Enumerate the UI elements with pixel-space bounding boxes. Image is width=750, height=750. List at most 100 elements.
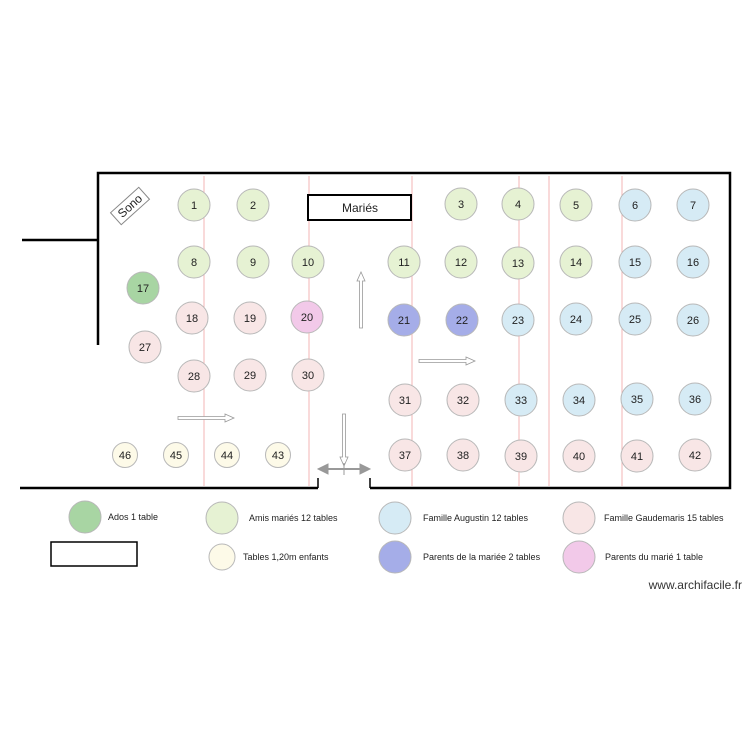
table-number: 19 [244,313,256,325]
table-24[interactable]: 24 [559,302,593,336]
table-19[interactable]: 19 [233,301,267,335]
table-36[interactable]: 36 [678,382,712,416]
legend-label: Famille Augustin 12 tables [423,513,529,523]
table-circle [112,442,138,468]
table-number: 29 [244,370,256,382]
table-circle [676,188,710,222]
table-number: 12 [455,257,467,269]
table-43[interactable]: 43 [265,442,291,468]
table-41[interactable]: 41 [620,439,654,473]
table-2[interactable]: 2 [236,188,270,222]
table-34[interactable]: 34 [562,383,596,417]
table-circle [163,442,189,468]
table-circle [291,245,325,279]
table-number: 33 [515,395,527,407]
table-3[interactable]: 3 [444,187,478,221]
table-29[interactable]: 29 [233,358,267,392]
table-22[interactable]: 22 [445,303,479,337]
table-31[interactable]: 31 [388,383,422,417]
legend-swatch [68,500,102,534]
table-15[interactable]: 15 [618,245,652,279]
table-10[interactable]: 10 [291,245,325,279]
table-11[interactable]: 11 [387,245,421,279]
table-20[interactable]: 20 [290,300,324,334]
legend-swatch [378,501,412,535]
table-number: 42 [689,450,701,462]
legend-swatch [562,540,596,574]
wall-top-left [96,171,732,490]
table-44[interactable]: 44 [214,442,240,468]
table-number: 18 [186,313,198,325]
table-25[interactable]: 25 [618,302,652,336]
table-circle [562,383,596,417]
table-circle [214,442,240,468]
table-8[interactable]: 8 [177,245,211,279]
table-23[interactable]: 23 [501,303,535,337]
table-4[interactable]: 4 [501,187,535,221]
table-21[interactable]: 21 [387,303,421,337]
flow-arrow [418,356,476,366]
table-number: 41 [631,451,643,463]
table-42[interactable]: 42 [678,438,712,472]
table-circle [388,438,422,472]
legend-label: Parents de la mariée 2 tables [423,552,541,562]
table-5[interactable]: 5 [559,188,593,222]
table-27[interactable]: 27 [128,330,162,364]
table-9[interactable]: 9 [236,245,270,279]
table-14[interactable]: 14 [559,245,593,279]
table-38[interactable]: 38 [446,438,480,472]
table-17[interactable]: 17 [126,271,160,305]
table-12[interactable]: 12 [444,245,478,279]
table-32[interactable]: 32 [446,383,480,417]
table-46[interactable]: 46 [112,442,138,468]
table-13[interactable]: 13 [501,246,535,280]
legend-swatch [208,543,236,571]
table-circle [128,330,162,364]
legend-label: Famille Gaudemaris 15 tables [604,513,724,523]
maries-label: Mariés [342,201,378,215]
table-6[interactable]: 6 [618,188,652,222]
table-1[interactable]: 1 [177,188,211,222]
table-number: 6 [632,200,638,212]
table-number: 11 [398,257,409,269]
table-circle [676,245,710,279]
table-circle [387,303,421,337]
table-18[interactable]: 18 [175,301,209,335]
table-circle [618,245,652,279]
table-circle [265,442,291,468]
table-7[interactable]: 7 [676,188,710,222]
table-number: 24 [570,314,582,326]
table-circle [175,301,209,335]
table-16[interactable]: 16 [676,245,710,279]
table-number: 14 [570,257,582,269]
table-number: 36 [689,394,701,406]
table-number: 2 [250,200,256,212]
table-37[interactable]: 37 [388,438,422,472]
maries-table: Mariés [307,194,412,221]
table-30[interactable]: 30 [291,358,325,392]
table-number: 40 [573,451,585,463]
table-number: 20 [301,312,313,324]
legend-item-parents_marie: Parents du marié 1 table [562,540,703,574]
table-number: 13 [512,258,524,270]
table-35[interactable]: 35 [620,382,654,416]
table-45[interactable]: 45 [163,442,189,468]
table-circle [291,358,325,392]
table-circle [446,438,480,472]
table-number: 5 [573,200,579,212]
table-circle [504,383,538,417]
table-26[interactable]: 26 [676,303,710,337]
table-40[interactable]: 40 [562,439,596,473]
table-28[interactable]: 28 [177,359,211,393]
table-circle [559,245,593,279]
table-number: 44 [221,450,233,462]
table-33[interactable]: 33 [504,383,538,417]
table-number: 27 [139,342,151,354]
table-39[interactable]: 39 [504,439,538,473]
table-circle [559,188,593,222]
watermark: www.archifacile.fr [648,578,742,592]
table-circle [177,188,211,222]
table-circle [678,382,712,416]
table-number: 45 [170,450,182,462]
